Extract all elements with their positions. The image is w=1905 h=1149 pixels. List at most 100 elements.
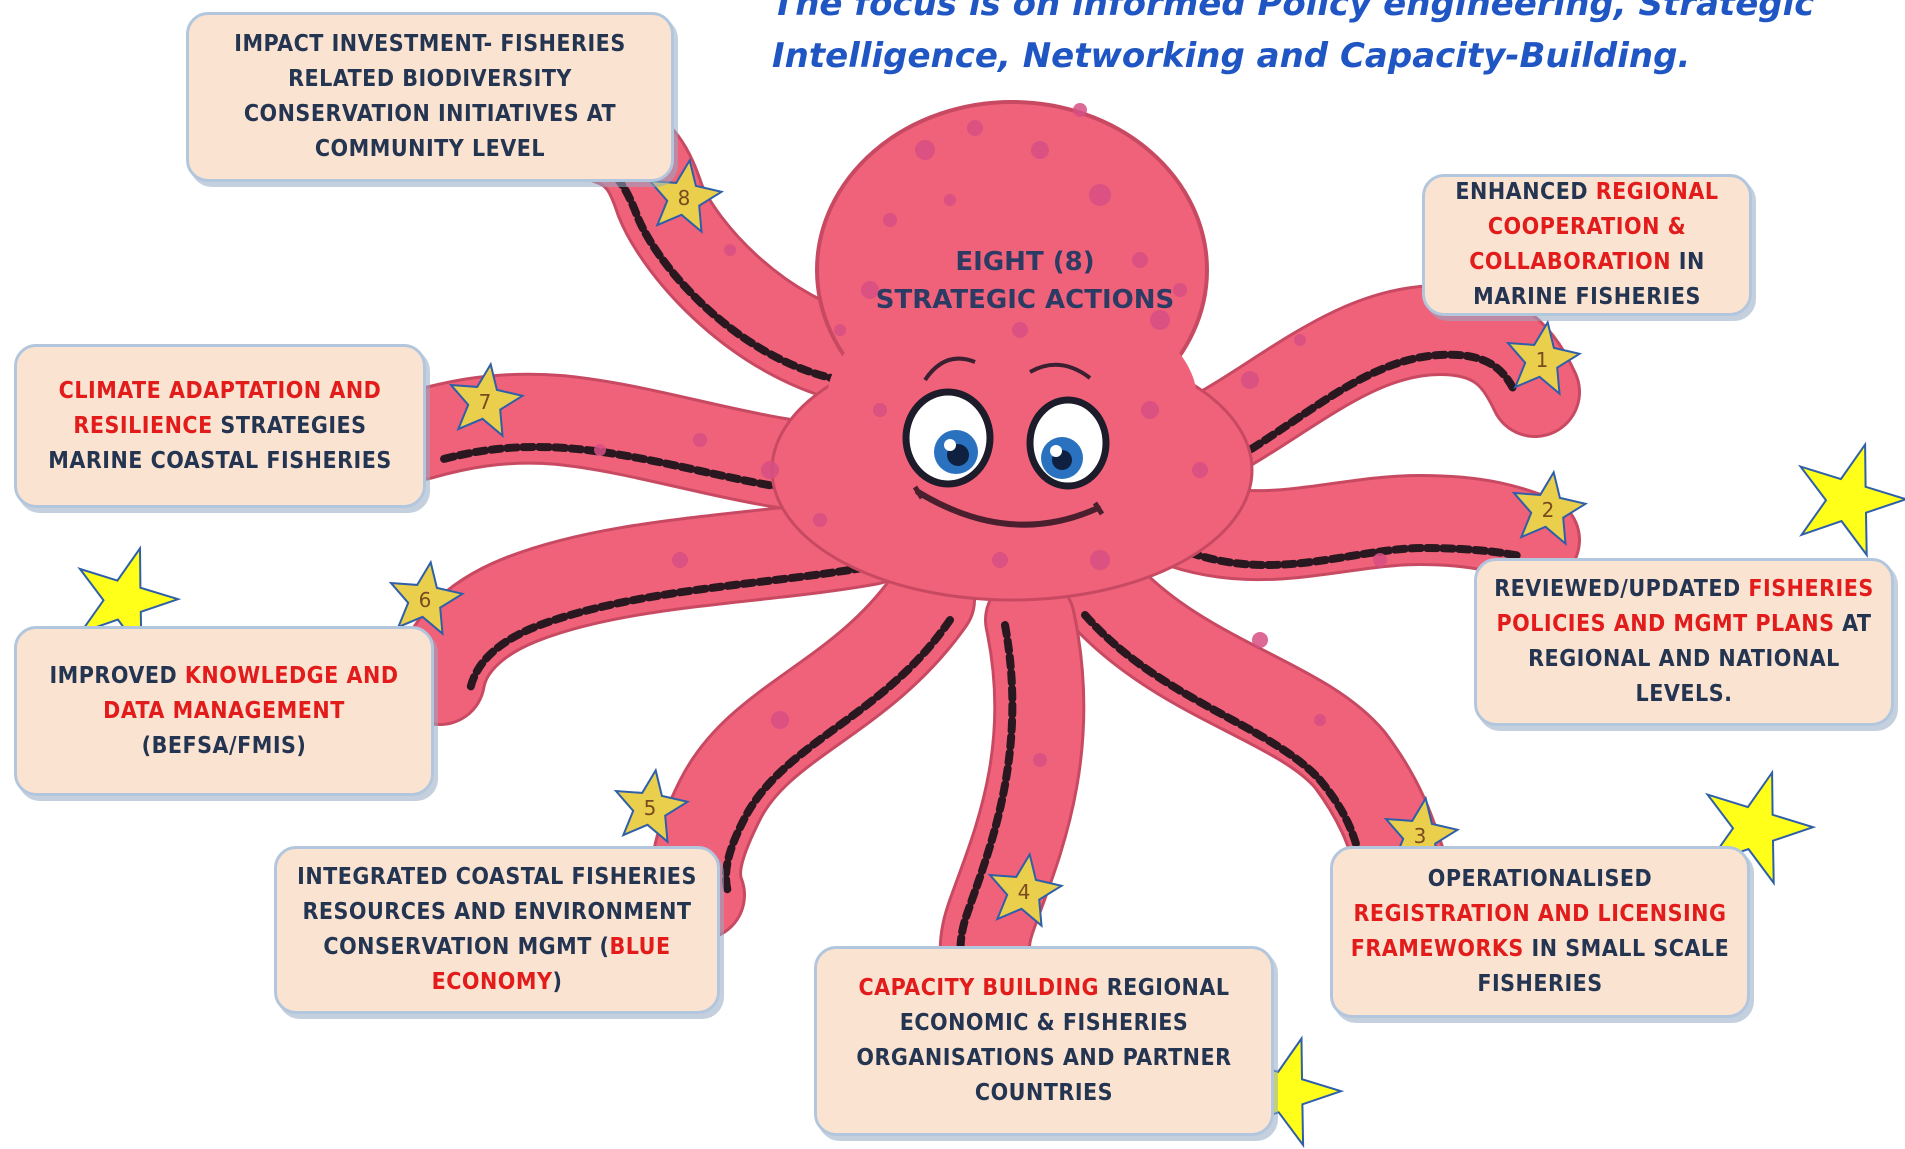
spot: [834, 324, 846, 336]
star-number: 7: [479, 390, 492, 414]
highlighted-text: CLIMATE ADAPTATION AND RESILIENCE: [58, 377, 382, 439]
spot: [873, 403, 887, 417]
action-text-3: OPERATIONALISED REGISTRATION AND LICENSI…: [1347, 862, 1733, 1002]
plain-text: REVIEWED/UPDATED: [1494, 576, 1749, 602]
spot: [1150, 310, 1170, 330]
action-text-5: INTEGRATED COASTAL FISHERIES RESOURCES A…: [291, 860, 703, 1000]
plain-text: IMPROVED: [49, 662, 185, 689]
spot: [672, 552, 688, 568]
tentacle-3: [1054, 544, 1446, 906]
center-title-line-1: EIGHT (8): [955, 247, 1095, 277]
plain-text: AT REGIONAL AND NATIONAL LEVELS.: [1528, 611, 1872, 707]
star-5: 5: [613, 767, 691, 845]
spot: [1033, 753, 1047, 767]
spot: [1192, 462, 1208, 478]
tentacle-4: [938, 574, 1086, 1036]
bright-star-2: [1704, 769, 1817, 886]
star-number: 6: [419, 588, 432, 612]
spot: [1294, 334, 1306, 346]
plain-text: (BEFSA/FMIS): [141, 732, 307, 759]
bright-star-4: [77, 545, 182, 655]
plain-text: ): [552, 969, 563, 995]
action-text-2: REVIEWED/UPDATED FISHERIES POLICIES AND …: [1491, 572, 1877, 712]
highlighted-text: BLUE ECONOMY: [431, 934, 671, 995]
spot: [1241, 371, 1259, 389]
spot: [915, 140, 935, 160]
star-4: 4: [987, 851, 1065, 929]
star-number: 1: [1536, 348, 1549, 372]
spot: [1090, 550, 1110, 570]
action-box-7: CLIMATE ADAPTATION AND RESILIENCE STRATE…: [14, 344, 426, 508]
plain-text: IN MARINE FISHERIES: [1473, 249, 1705, 310]
star-number: 8: [678, 186, 691, 210]
spot: [693, 433, 707, 447]
star-2: 2: [1511, 469, 1589, 547]
spot: [1031, 141, 1049, 159]
spot: [992, 552, 1008, 568]
tentacle-5: [650, 554, 976, 941]
star-number: 5: [644, 796, 657, 820]
octopus-body: [770, 100, 1254, 602]
plain-text: STRATEGIES MARINE COASTAL FISHERIES: [48, 412, 392, 474]
plain-text: ENHANCED: [1455, 179, 1596, 205]
action-box-4: CAPACITY BUILDING REGIONAL ECONOMIC & FI…: [814, 946, 1274, 1136]
action-text-1: ENHANCED REGIONAL COOPERATION & COLLABOR…: [1439, 175, 1735, 315]
highlighted-text: REGISTRATION AND LICENSING FRAMEWORKS: [1350, 901, 1727, 962]
action-box-1: ENHANCED REGIONAL COOPERATION & COLLABOR…: [1422, 174, 1752, 316]
star-number: 4: [1018, 880, 1031, 904]
center-title-line-2: STRATEGIC ACTIONS: [875, 285, 1175, 315]
spot: [1373, 553, 1387, 567]
action-box-3: OPERATIONALISED REGISTRATION AND LICENSI…: [1330, 846, 1750, 1018]
octopus-spots: [594, 103, 1387, 767]
bright-star-1: [1797, 441, 1905, 558]
action-text-7: CLIMATE ADAPTATION AND RESILIENCE STRATE…: [31, 374, 409, 479]
octopus-neck: [827, 290, 1197, 510]
octopus-face: [902, 356, 1110, 528]
plain-text: IN SMALL SCALE FISHERIES: [1477, 936, 1730, 997]
right-eye: [1026, 396, 1110, 490]
tentacle-6: [394, 494, 916, 726]
spot: [1314, 714, 1326, 726]
action-box-8: IMPACT INVESTMENT- FISHERIES RELATED BIO…: [186, 12, 674, 182]
spot: [967, 120, 983, 136]
spot: [771, 711, 789, 729]
action-box-5: INTEGRATED COASTAL FISHERIES RESOURCES A…: [274, 846, 720, 1014]
star-number: 2: [1542, 498, 1555, 522]
plain-text: REGIONAL ECONOMIC & FISHERIES ORGANISATI…: [856, 975, 1232, 1106]
plain-text: IMPACT INVESTMENT- FISHERIES RELATED BIO…: [234, 31, 626, 162]
plain-text: OPERATIONALISED: [1427, 866, 1653, 892]
spot: [1252, 632, 1268, 648]
numbered-stars: 1 2 3 4 5 6 7 8: [388, 157, 1589, 929]
spot: [761, 461, 779, 479]
star-number: 3: [1414, 824, 1427, 848]
spot: [861, 281, 879, 299]
center-title: EIGHT (8) STRATEGIC ACTIONS: [855, 243, 1195, 319]
spot: [813, 513, 827, 527]
spot: [883, 213, 897, 227]
star-8: 8: [647, 157, 725, 235]
spot: [1073, 103, 1087, 117]
highlighted-text: KNOWLEDGE AND DATA MANAGEMENT: [103, 662, 399, 724]
highlighted-text: FISHERIES POLICIES AND MGMT PLANS: [1496, 576, 1874, 637]
headline: The focus is on informed Policy engineer…: [772, 0, 1892, 82]
star-7: 7: [448, 361, 526, 439]
headline-line-2: Intelligence, Networking and Capacity-Bu…: [772, 36, 1691, 76]
left-eye: [902, 388, 994, 488]
plain-text: INTEGRATED COASTAL FISHERIES RESOURCES A…: [297, 864, 697, 960]
highlighted-text: CAPACITY BUILDING: [858, 975, 1099, 1001]
action-text-4: CAPACITY BUILDING REGIONAL ECONOMIC & FI…: [831, 971, 1257, 1111]
spot: [1132, 252, 1148, 268]
spot: [594, 444, 606, 456]
spot: [1141, 401, 1159, 419]
highlighted-text: REGIONAL COOPERATION & COLLABORATION: [1469, 179, 1719, 275]
star-6: 6: [388, 559, 466, 637]
spot: [1089, 184, 1111, 206]
spot: [724, 244, 736, 256]
spot: [1012, 322, 1028, 338]
star-1: 1: [1505, 319, 1583, 397]
spot: [1173, 283, 1187, 297]
smile: [915, 489, 1101, 528]
action-text-8: IMPACT INVESTMENT- FISHERIES RELATED BIO…: [203, 27, 657, 167]
action-box-2: REVIEWED/UPDATED FISHERIES POLICIES AND …: [1474, 558, 1894, 726]
spot: [944, 194, 956, 206]
